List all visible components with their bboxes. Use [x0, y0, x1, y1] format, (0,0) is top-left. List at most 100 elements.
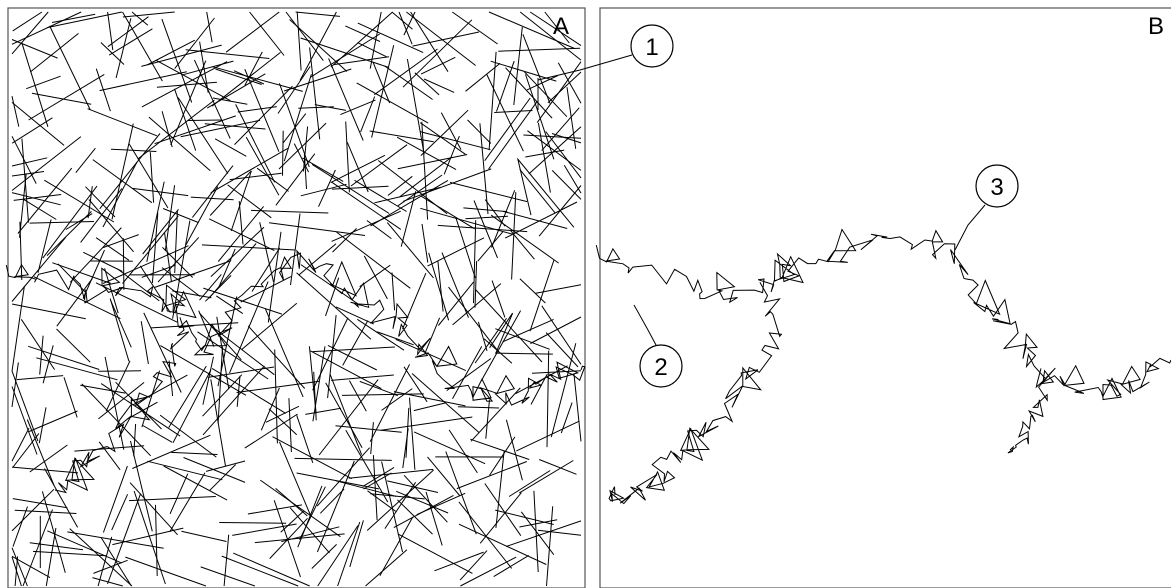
fiber	[449, 181, 528, 203]
fiber	[56, 328, 91, 363]
fiber	[110, 300, 132, 348]
fiber	[337, 521, 361, 587]
fiber	[137, 99, 215, 160]
fiber	[212, 66, 303, 92]
fiber	[520, 511, 555, 556]
fiber	[359, 264, 391, 288]
fiber	[288, 398, 292, 453]
fiber	[102, 234, 139, 249]
fiber	[146, 39, 196, 66]
fiber	[185, 49, 270, 59]
fiber	[331, 210, 401, 242]
fiber	[19, 173, 27, 238]
fiber	[142, 208, 179, 255]
fiber	[56, 278, 93, 327]
fiber	[412, 31, 480, 47]
fiber	[528, 126, 582, 175]
fiber	[397, 499, 433, 535]
fiber	[163, 465, 228, 501]
fiber	[340, 99, 376, 116]
fiber	[170, 60, 207, 146]
fiber	[42, 185, 98, 259]
fiber	[244, 51, 263, 86]
fiber	[348, 468, 434, 479]
fiber	[260, 479, 341, 538]
fiber	[133, 423, 137, 457]
fiber	[302, 126, 309, 172]
fiber	[28, 73, 105, 121]
fiber	[545, 131, 582, 179]
fiber	[38, 407, 47, 444]
fiber	[421, 121, 429, 220]
fiber	[26, 419, 55, 486]
fiber	[95, 282, 178, 323]
fiber	[312, 346, 395, 353]
fiber	[490, 214, 559, 264]
fiber	[420, 195, 475, 230]
fiber	[47, 530, 122, 564]
fiber	[384, 65, 433, 100]
fiber	[350, 144, 408, 187]
fiber	[300, 183, 347, 197]
fiber	[241, 302, 298, 351]
fiber	[314, 104, 347, 111]
fiber	[551, 170, 582, 200]
fiber	[125, 556, 207, 587]
fiber	[141, 61, 228, 108]
fiber	[506, 520, 582, 547]
fiber	[312, 317, 349, 391]
fiber	[154, 115, 236, 145]
fiber	[208, 243, 257, 299]
percolation-path-branch	[54, 317, 190, 494]
fiber	[386, 222, 434, 279]
fiber	[29, 221, 95, 224]
fiber	[29, 33, 79, 73]
fiber	[99, 133, 161, 210]
fiber	[11, 192, 61, 206]
fiber	[161, 267, 201, 297]
fiber	[265, 405, 300, 423]
fiber	[329, 373, 363, 455]
fiber	[216, 295, 244, 315]
fiber	[217, 296, 238, 387]
fiber	[149, 152, 155, 203]
fiber	[527, 130, 582, 171]
fiber	[102, 465, 128, 533]
fiber	[308, 346, 317, 415]
fiber	[180, 119, 261, 138]
fiber	[365, 549, 408, 587]
fiber	[370, 179, 449, 227]
fiber	[402, 19, 473, 88]
fiber	[317, 525, 359, 587]
fiber	[318, 169, 336, 207]
fiber	[177, 97, 229, 174]
fiber	[141, 370, 161, 428]
fiber	[278, 122, 327, 170]
fiber	[254, 533, 345, 544]
fiber	[296, 11, 302, 71]
callout-1-leader	[537, 54, 633, 81]
fiber	[496, 60, 515, 112]
fiber	[411, 373, 480, 434]
fiber	[485, 399, 490, 439]
fiber	[573, 373, 582, 442]
fiber	[327, 315, 337, 399]
fiber	[32, 550, 107, 557]
fiber	[420, 56, 456, 75]
fiber	[300, 37, 390, 68]
fiber	[448, 429, 478, 474]
fiber	[75, 147, 96, 174]
fiber	[537, 529, 582, 536]
fiber	[23, 199, 57, 220]
fiber	[425, 491, 443, 546]
fiber	[402, 272, 427, 330]
fiber	[171, 451, 218, 455]
fiber	[207, 366, 275, 378]
fiber	[52, 13, 96, 23]
fiber	[198, 312, 242, 361]
fiber	[535, 284, 582, 294]
fiber	[107, 16, 149, 48]
fiber	[107, 11, 114, 51]
fiber	[516, 420, 580, 452]
fiber	[396, 136, 457, 171]
